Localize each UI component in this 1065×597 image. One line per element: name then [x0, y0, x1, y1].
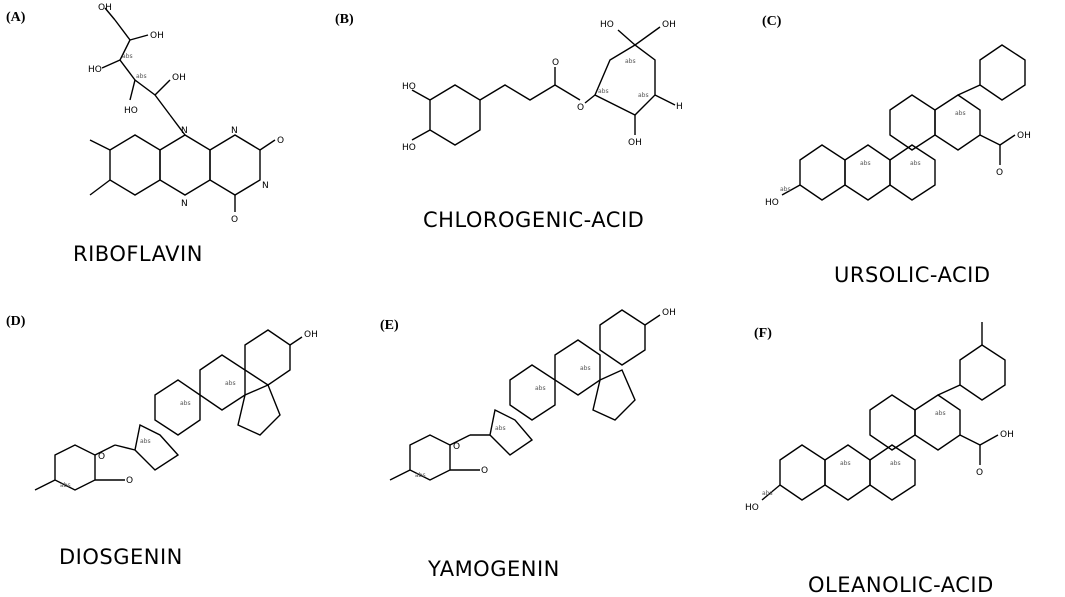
atom-label: O — [481, 466, 488, 476]
abs-label: abs — [840, 460, 851, 467]
atom-label: N — [181, 126, 188, 136]
atom-label: H — [676, 102, 683, 112]
atom-label: O — [453, 442, 460, 452]
atom-label: HO — [765, 198, 779, 208]
atom-label: HO — [402, 143, 416, 153]
abs-label: abs — [780, 186, 791, 193]
atom-label: HO — [600, 20, 614, 30]
atom-label: OH — [172, 73, 186, 83]
abs-label: abs — [180, 400, 191, 407]
atom-label: O — [126, 476, 133, 486]
abs-label: abs — [495, 425, 506, 432]
panel-letter-e: (E) — [380, 318, 399, 333]
name-chlorogenic-acid: CHLOROGENIC-ACID — [423, 208, 645, 232]
atom-label: HO — [745, 503, 759, 513]
abs-label: abs — [225, 380, 236, 387]
panel-letter-f: (F) — [754, 326, 772, 341]
chlorogenic-acid-structure: HO HO O O OH HO H OH abs abs abs — [402, 20, 683, 153]
panel-letter-b: (B) — [335, 12, 354, 27]
diosgenin-structure: OH O O abs abs abs abs — [34, 329, 318, 491]
panel-letter-c: (C) — [762, 14, 782, 29]
atom-label: N — [262, 181, 269, 191]
abs-label: abs — [122, 53, 133, 60]
abs-label: abs — [580, 365, 591, 372]
atom-label: OH — [304, 330, 318, 340]
name-yamogenin: YAMOGENIN — [428, 557, 560, 581]
abs-label: abs — [415, 472, 426, 479]
atom-label: OH — [150, 31, 164, 41]
atom-label: O — [98, 452, 105, 462]
atom-label: OH — [662, 20, 676, 30]
atom-label: HO — [402, 82, 416, 92]
atom-label: OH — [1017, 131, 1031, 141]
name-diosgenin: DIOSGENIN — [59, 545, 183, 569]
abs-label: abs — [955, 110, 966, 117]
atom-label: O — [996, 168, 1003, 178]
atom-label: O — [231, 215, 238, 225]
atom-label: OH — [98, 3, 112, 13]
atom-label: O — [552, 58, 559, 68]
abs-label: abs — [762, 490, 773, 497]
abs-label: abs — [625, 58, 636, 65]
abs-label: abs — [598, 88, 609, 95]
abs-label: abs — [890, 460, 901, 467]
atom-label: O — [577, 103, 584, 113]
atom-label: OH — [628, 138, 642, 148]
yamogenin-structure: OH O O abs abs abs abs — [389, 308, 676, 481]
atom-label: HO — [88, 65, 102, 75]
atom-label: O — [976, 468, 983, 478]
riboflavin-structure: OH OH HO HO OH abs abs N N N N O O — [88, 3, 284, 225]
abs-label: abs — [535, 385, 546, 392]
abs-label: abs — [136, 73, 147, 80]
atom-label: OH — [1000, 430, 1014, 440]
atom-label: HO — [124, 106, 138, 116]
abs-label: abs — [935, 410, 946, 417]
atom-label: O — [277, 136, 284, 146]
abs-label: abs — [638, 92, 649, 99]
atom-label: N — [231, 126, 238, 136]
abs-label: abs — [910, 160, 921, 167]
name-oleanolic-acid: OLEANOLIC-ACID — [808, 573, 994, 597]
atom-label: N — [181, 199, 188, 209]
atom-label: OH — [662, 308, 676, 318]
abs-label: abs — [140, 438, 151, 445]
panel-letter-d: (D) — [6, 314, 26, 329]
panel-letter-a: (A) — [6, 10, 26, 25]
abs-label: abs — [860, 160, 871, 167]
abs-label: abs — [60, 482, 71, 489]
ursolic-acid-structure: HO OH O abs abs abs abs — [765, 44, 1031, 208]
oleanolic-acid-structure: HO OH O abs abs abs abs — [745, 322, 1014, 513]
name-riboflavin: RIBOFLAVIN — [73, 242, 203, 266]
name-ursolic-acid: URSOLIC-ACID — [834, 263, 991, 287]
